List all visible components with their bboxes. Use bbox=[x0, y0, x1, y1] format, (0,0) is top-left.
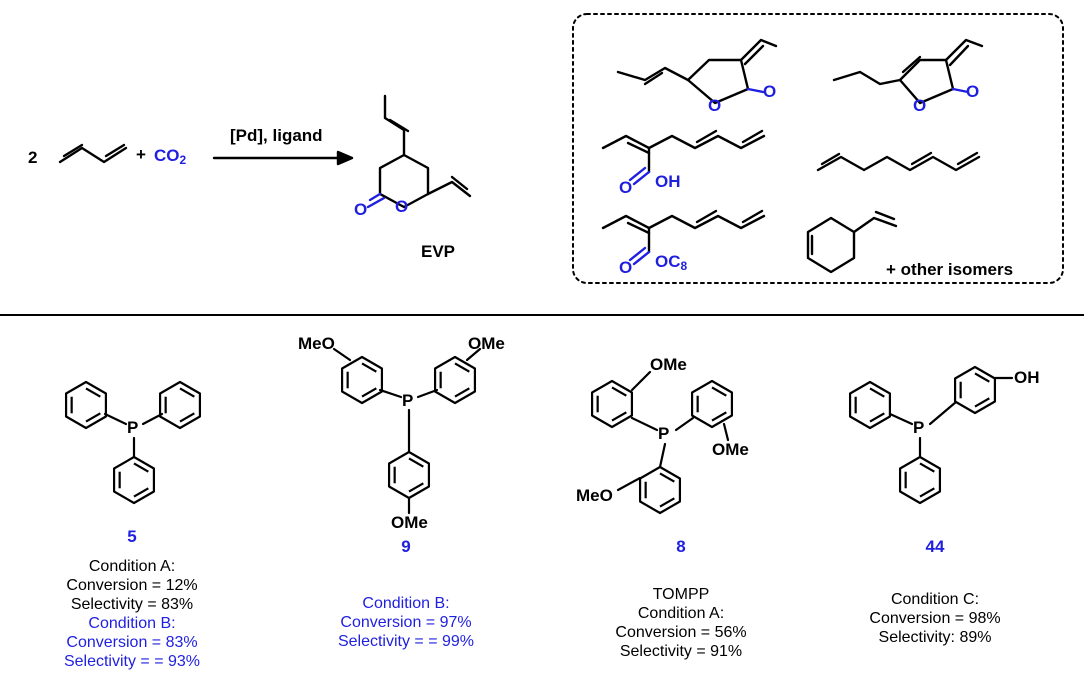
ligand5-ring-bottom-double-bond bbox=[133, 462, 149, 473]
co2-label: CO2 bbox=[154, 146, 187, 167]
butadiene-structure bbox=[58, 143, 128, 164]
ligand9-ring-bottom-double-bond bbox=[408, 482, 424, 493]
lactone-byproduct-2 bbox=[832, 38, 984, 105]
lactone1-ring-oxygen: O bbox=[708, 96, 722, 115]
ester-carbonyl-oxygen: O bbox=[619, 258, 633, 277]
plus-sign: + bbox=[136, 145, 146, 164]
ligand-number-8: 8 bbox=[676, 537, 686, 556]
stoichiometric-coefficient: 2 bbox=[28, 148, 38, 167]
ester-byproduct bbox=[601, 209, 766, 266]
ligand9-ring-left-double-bond bbox=[361, 362, 377, 373]
ligand44-bond-right bbox=[928, 400, 958, 426]
ligand9-methoxy-right: OMe bbox=[468, 334, 505, 353]
ligand9-methoxy-bottom: OMe bbox=[391, 513, 428, 532]
ligand44-ring-right-double-bond bbox=[974, 372, 990, 383]
ligand8-ring-right-double-bond bbox=[711, 411, 727, 422]
lactone-byproduct-1 bbox=[616, 38, 778, 105]
evp-structure bbox=[366, 94, 472, 209]
ligand9-ring-left bbox=[340, 355, 384, 405]
ligand-number-44: 44 bbox=[925, 537, 945, 556]
ligand-number-9: 9 bbox=[401, 537, 411, 556]
lactone2-ring-oxygen: O bbox=[913, 96, 927, 115]
ligand8-bond-ome-right bbox=[722, 422, 730, 442]
ligand44-ring-bottom bbox=[898, 455, 942, 505]
ligand8-ring-bottom-double-bond bbox=[659, 497, 675, 508]
ligand5-ring-bottom-double-bond bbox=[133, 487, 149, 498]
ligand44-phosphorus: P bbox=[913, 418, 925, 437]
ligand5-phosphorus: P bbox=[127, 418, 139, 437]
ligand5-ring-right-double-bond bbox=[179, 412, 195, 423]
other-isomers-label: + other isomers bbox=[886, 260, 1014, 279]
ligand8-bond-left bbox=[630, 416, 659, 432]
ligand9-ring-right-double-bond bbox=[454, 387, 470, 398]
evp-ring-oxygen: O bbox=[395, 197, 409, 216]
ligand44-ring-right-double-bond bbox=[974, 397, 990, 408]
ligand8-conditions: TOMPP Condition A: Conversion = 56% Sele… bbox=[615, 586, 747, 660]
ligand44-conditions: Condition C: Conversion = 98% Selectivit… bbox=[869, 591, 1001, 646]
ligand8-bond-right bbox=[674, 416, 695, 432]
ligand5-bond-left bbox=[103, 412, 128, 426]
ligand8-ring-right bbox=[690, 379, 734, 429]
ligand44-ring-bottom-double-bond bbox=[919, 487, 935, 498]
ligand8-ring-left-double-bond bbox=[611, 411, 627, 422]
ligand9-methoxy-left: MeO bbox=[298, 334, 335, 353]
ligand8-ring-left-double-bond bbox=[611, 386, 627, 397]
ligand8-methoxy-right: OMe bbox=[712, 440, 749, 459]
ligand9-bond-ome-right bbox=[465, 347, 482, 362]
acid-byproduct bbox=[601, 129, 766, 186]
ligand8-ring-left bbox=[590, 379, 634, 429]
lactone2-carbonyl-oxygen: O bbox=[966, 82, 980, 101]
ligand44-bond-left bbox=[888, 412, 914, 426]
ligand44-ring-left-double-bond bbox=[869, 387, 885, 398]
ligand8-bond-ome-top bbox=[630, 370, 652, 392]
reaction-conditions: [Pd], ligand bbox=[230, 126, 323, 145]
ligand8-methoxy-left: MeO bbox=[576, 486, 613, 505]
ligand-number-5: 5 bbox=[127, 527, 137, 546]
ligand8-methoxy-top: OMe bbox=[650, 355, 687, 374]
ester-alkoxy-label: OC8 bbox=[655, 252, 688, 273]
ligand5-ring-left bbox=[64, 380, 108, 430]
ligand8-phosphorus: P bbox=[658, 424, 670, 443]
ligand9-bond-left bbox=[378, 388, 403, 399]
ligand9-ring-left-double-bond bbox=[361, 387, 377, 398]
byproducts-box bbox=[572, 13, 1064, 284]
reaction-arrow bbox=[212, 150, 354, 166]
ligand9-ring-right bbox=[433, 355, 477, 405]
ligand5-conditions: Condition A: Conversion = 12% Selectivit… bbox=[63, 558, 201, 670]
lactone1-carbonyl-oxygen: O bbox=[763, 82, 777, 101]
ligand5-ring-right bbox=[158, 380, 202, 430]
ligand44-hydroxyl: OH bbox=[1014, 368, 1040, 387]
ligand8-ring-right-double-bond bbox=[711, 386, 727, 397]
ligand8-bond-bottom bbox=[658, 442, 667, 469]
ligand8-bond-ome-left bbox=[616, 476, 642, 492]
ligand9-bond-right bbox=[416, 388, 439, 399]
octatriene-byproduct bbox=[816, 151, 981, 172]
ligand5-ring-left-double-bond bbox=[85, 412, 101, 423]
product-label-evp: EVP bbox=[421, 242, 456, 261]
ligand9-bond-ome-left bbox=[332, 347, 352, 362]
vinylcyclohexene-byproduct bbox=[806, 210, 898, 274]
acid-hydroxyl-label: OH bbox=[655, 172, 681, 191]
ligand5-bond-right bbox=[141, 412, 164, 426]
ligand9-ring-right-double-bond bbox=[454, 362, 470, 373]
ligand9-ring-bottom-double-bond bbox=[408, 457, 424, 468]
ligand44-ring-left bbox=[848, 380, 892, 430]
ligand5-ring-right-double-bond bbox=[179, 387, 195, 398]
ligand44-ring-bottom-double-bond bbox=[919, 462, 935, 473]
ligand5-ring-left-double-bond bbox=[85, 387, 101, 398]
ligand9-phosphorus: P bbox=[402, 391, 414, 410]
ligand5-ring-bottom bbox=[112, 455, 156, 505]
evp-carbonyl-oxygen: O bbox=[354, 200, 368, 219]
acid-carbonyl-oxygen: O bbox=[619, 178, 633, 197]
ligand9-conditions: Condition B: Conversion = 97% Selectivit… bbox=[337, 595, 475, 650]
ligand8-ring-bottom-double-bond bbox=[659, 472, 675, 483]
ligand44-ring-left-double-bond bbox=[869, 412, 885, 423]
